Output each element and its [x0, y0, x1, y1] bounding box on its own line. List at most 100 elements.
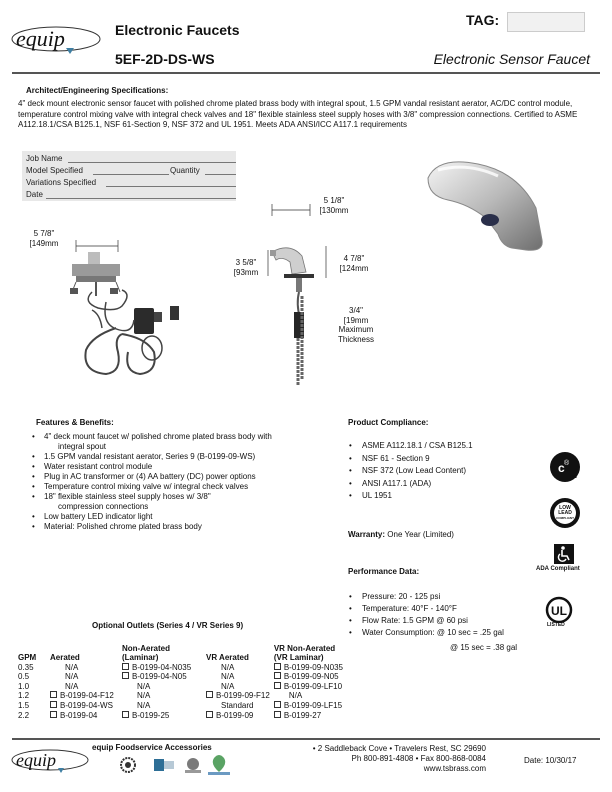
checkbox[interactable] — [273, 672, 281, 680]
performance-item: Flow Rate: 1.5 GPM @ 60 psi — [348, 615, 504, 627]
outlets-header-row: GPM Aerated Non-Aerated (Laminar) VR Aer… — [16, 640, 356, 662]
outlet-cell-aerated: N/A — [48, 672, 120, 681]
checkbox[interactable] — [206, 710, 213, 718]
dim-deck-thickness: 3/4" [19mm Maximum Thickness — [337, 306, 374, 344]
footer-web[interactable]: www.tsbrass.com — [423, 764, 486, 773]
job-name-line[interactable] — [68, 162, 236, 163]
outlet-cell-vr-laminar: B-0199-09-LF10 — [272, 681, 356, 691]
outlet-value: B-0199-04 — [60, 710, 98, 720]
outlet-cell-aerated: N/A — [48, 662, 120, 672]
date-line[interactable] — [46, 198, 236, 199]
outlet-value: N/A — [137, 681, 151, 691]
warranty: Warranty: One Year (Limited) — [348, 530, 454, 539]
outlet-value: B-0199-09-LF10 — [283, 681, 343, 691]
checkbox[interactable] — [273, 662, 281, 670]
outlet-row: 0.35 N/A B-0199-04-N035 N/A B-0199-09-N035 — [16, 662, 356, 672]
feature-item: Water resistant control module — [28, 462, 328, 472]
ul-listed-text: LISTED — [547, 622, 565, 628]
warranty-value: One Year (Limited) — [385, 530, 454, 539]
tag-label: TAG: — [466, 12, 500, 28]
feature-item: 18" flexible stainless steel supply hose… — [28, 492, 328, 502]
compliance-heading: Product Compliance: — [348, 418, 429, 427]
outlet-value: N/A — [221, 672, 235, 682]
feature-item-continued: compression connections — [58, 502, 149, 511]
feature-item: Material: Polished chrome plated brass b… — [28, 522, 328, 532]
outlet-cell-vr-aerated: N/A — [204, 672, 272, 682]
category-title: Electronic Faucets — [115, 22, 240, 38]
footer-phone: Ph 800-891-4808 • Fax 800-868-0084 — [351, 754, 486, 763]
outlet-value: B-0199-04-N035 — [132, 662, 192, 672]
col-gpm: GPM — [18, 653, 37, 662]
svg-text:equip: equip — [16, 750, 56, 770]
footer-address: • 2 Saddleback Cove • Travelers Rest, SC… — [286, 744, 486, 774]
outlet-cell-laminar: B-0199-25 — [120, 710, 204, 720]
dim-height-left: 3 5/8" [93mm — [233, 258, 259, 277]
checkbox[interactable] — [273, 681, 281, 689]
variations-label: Variations Specified — [26, 178, 97, 187]
outlet-cell-laminar: N/A — [120, 691, 204, 700]
outlet-cell-laminar: N/A — [120, 681, 204, 691]
ada-compliant-label: ADA Compliant — [536, 566, 580, 572]
dim-height-right: 4 7/8" [124mm — [339, 254, 369, 273]
outlet-value: N/A — [221, 662, 235, 672]
performance-item: Water Consumption: @ 10 sec = .25 gal — [348, 627, 504, 639]
outlet-cell-vr-aerated: B-0199-09-F12 — [204, 691, 272, 700]
outlet-value: B-0199-04-F12 — [60, 691, 114, 701]
dim-width-front: 5 7/8" [149mm — [29, 229, 59, 248]
outlet-cell-gpm: 1.0 — [16, 681, 48, 691]
model-specified-line[interactable] — [93, 174, 169, 175]
low-lead-text-2: LEAD — [558, 510, 572, 516]
outlet-cell-vr-aerated: B-0199-09 — [204, 710, 272, 720]
performance-continued: @ 15 sec = .38 gal — [450, 643, 518, 652]
tag-field[interactable] — [507, 12, 585, 32]
header-divider — [12, 72, 600, 74]
outlet-cell-gpm: 0.5 — [16, 672, 48, 681]
outlet-cell-vr-laminar: B-0199-09-N035 — [272, 662, 356, 672]
col-aerated: Aerated — [50, 653, 80, 662]
model-number: 5EF-2D-DS-WS — [115, 51, 215, 67]
quantity-label: Quantity — [170, 166, 200, 175]
checkbox[interactable] — [50, 691, 57, 699]
feature-item: 1.5 GPM vandal resistant aerator, Series… — [28, 452, 328, 462]
low-lead-text-1: LOW — [559, 505, 571, 511]
footer-address-line: • 2 Saddleback Cove • Travelers Rest, SC… — [312, 744, 486, 753]
feature-item: Temperature control mixing valve w/ inte… — [28, 482, 328, 492]
col-vr-aerated: VR Aerated — [206, 653, 249, 662]
checkbox[interactable] — [122, 710, 129, 718]
outlet-value: 0.35 — [18, 662, 34, 672]
side-view-drawing — [262, 200, 342, 390]
quantity-line[interactable] — [205, 174, 236, 175]
footer-divider — [12, 738, 600, 740]
outlet-value: N/A — [221, 681, 235, 691]
checkbox[interactable] — [122, 662, 129, 670]
feature-item-continued: integral spout — [58, 442, 107, 451]
compliance-item: ANSI A117.1 (ADA) — [348, 478, 473, 491]
features-list: 4" deck mount faucet w/ polished chrome … — [28, 432, 328, 532]
footer-badge-icon-4 — [206, 754, 232, 776]
csa-us-text: us — [570, 474, 578, 480]
checkbox[interactable] — [50, 700, 57, 708]
job-info-panel — [22, 151, 236, 201]
checkbox[interactable] — [273, 710, 281, 718]
outlet-cell-aerated: N/A — [48, 681, 120, 691]
footer-badge-icon-2 — [152, 756, 176, 774]
outlet-cell-gpm: 1.2 — [16, 691, 48, 700]
checkbox[interactable] — [50, 710, 57, 718]
outlet-value: 1.5 — [18, 700, 30, 710]
feature-item: Plug in AC transformer or (4) AA battery… — [28, 472, 328, 482]
variations-line[interactable] — [106, 186, 236, 187]
col-laminar: Non-Aerated (Laminar) — [122, 644, 171, 662]
outlet-cell-vr-aerated: N/A — [204, 681, 272, 691]
outlet-cell-vr-aerated: Standard — [204, 700, 272, 710]
front-view-drawing — [62, 232, 192, 382]
footer-accessories: equip Foodservice Accessories — [92, 743, 212, 752]
outlets-heading: Optional Outlets (Series 4 / VR Series 9… — [92, 621, 244, 630]
checkbox[interactable] — [273, 700, 281, 708]
footer-badge-icon-1 — [118, 756, 138, 774]
checkbox[interactable] — [122, 672, 129, 680]
checkbox[interactable] — [206, 691, 213, 699]
